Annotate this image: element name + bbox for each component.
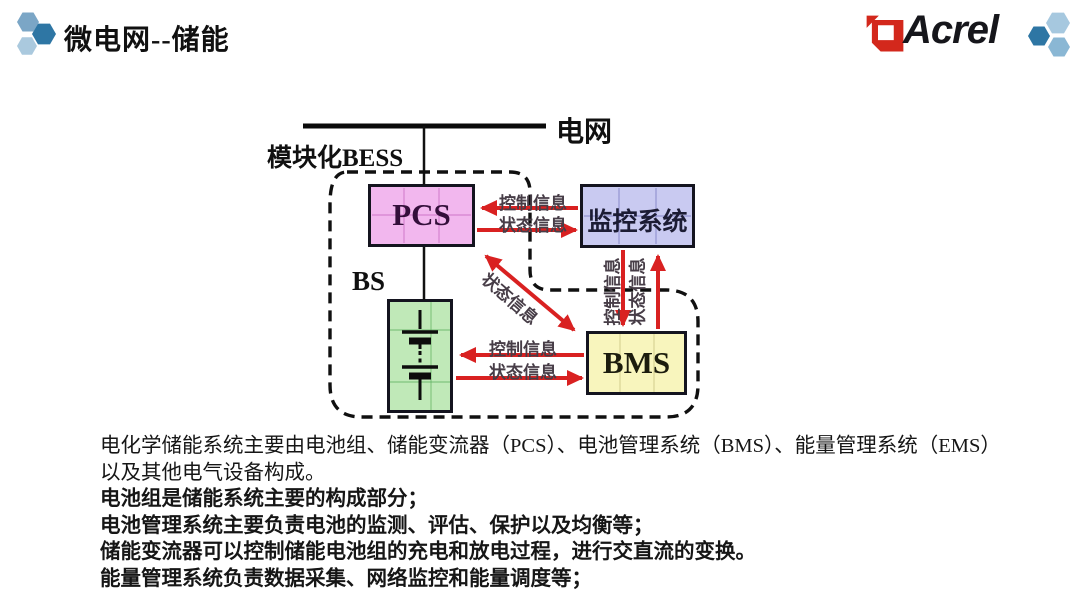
page-title: 微电网--储能 bbox=[64, 25, 230, 56]
hexagon-bullet-icon bbox=[17, 12, 56, 55]
modular-bess-label: 模块化BESS bbox=[267, 145, 404, 172]
pcs-label: PCS bbox=[392, 197, 451, 232]
acrel-logo-text: Acrel bbox=[903, 8, 999, 52]
bms-label: BMS bbox=[602, 345, 671, 380]
arrow-label-status-info-bottom: 状态信息 bbox=[489, 363, 557, 382]
description-line: 电池管理系统主要负责电池的监测、评估、保护以及均衡等； bbox=[100, 514, 654, 537]
acrel-logo-icon bbox=[866, 15, 904, 52]
arrow-label-status-info: 状态信息 bbox=[499, 216, 567, 235]
description-block: 电化学储能系统主要由电池组、储能变流器（PCS）、电池管理系统（BMS）、能量管… bbox=[100, 433, 1030, 593]
acrel-hexagon-icon bbox=[1028, 12, 1070, 57]
monitoring-system-label: 监控系统 bbox=[587, 209, 688, 236]
arrow-label-status-info-diagonal: 状态信息 bbox=[477, 269, 542, 329]
arrow-label-control-info-vertical: 控制信息 bbox=[603, 257, 623, 326]
description-line: 能量管理系统负责数据采集、网络监控和能量调度等； bbox=[100, 567, 592, 590]
grid-label: 电网 bbox=[556, 117, 613, 148]
bs-label: BS bbox=[352, 266, 386, 296]
battery-stack-box bbox=[387, 299, 453, 413]
description-line: 电化学储能系统主要由电池组、储能变流器（PCS）、电池管理系统（BMS）、能量管… bbox=[100, 435, 1001, 457]
description-line: 储能变流器可以控制储能电池组的充电和放电过程，进行交直流的变换。 bbox=[100, 541, 756, 564]
description-line: 电池组是储能系统主要的构成部分； bbox=[100, 488, 428, 511]
arrow-label-control-info-bottom: 控制信息 bbox=[489, 340, 557, 359]
description-line: 以及其他电气设备构成。 bbox=[100, 461, 326, 484]
arrow-label-status-info-vertical: 状态信息 bbox=[628, 257, 648, 326]
